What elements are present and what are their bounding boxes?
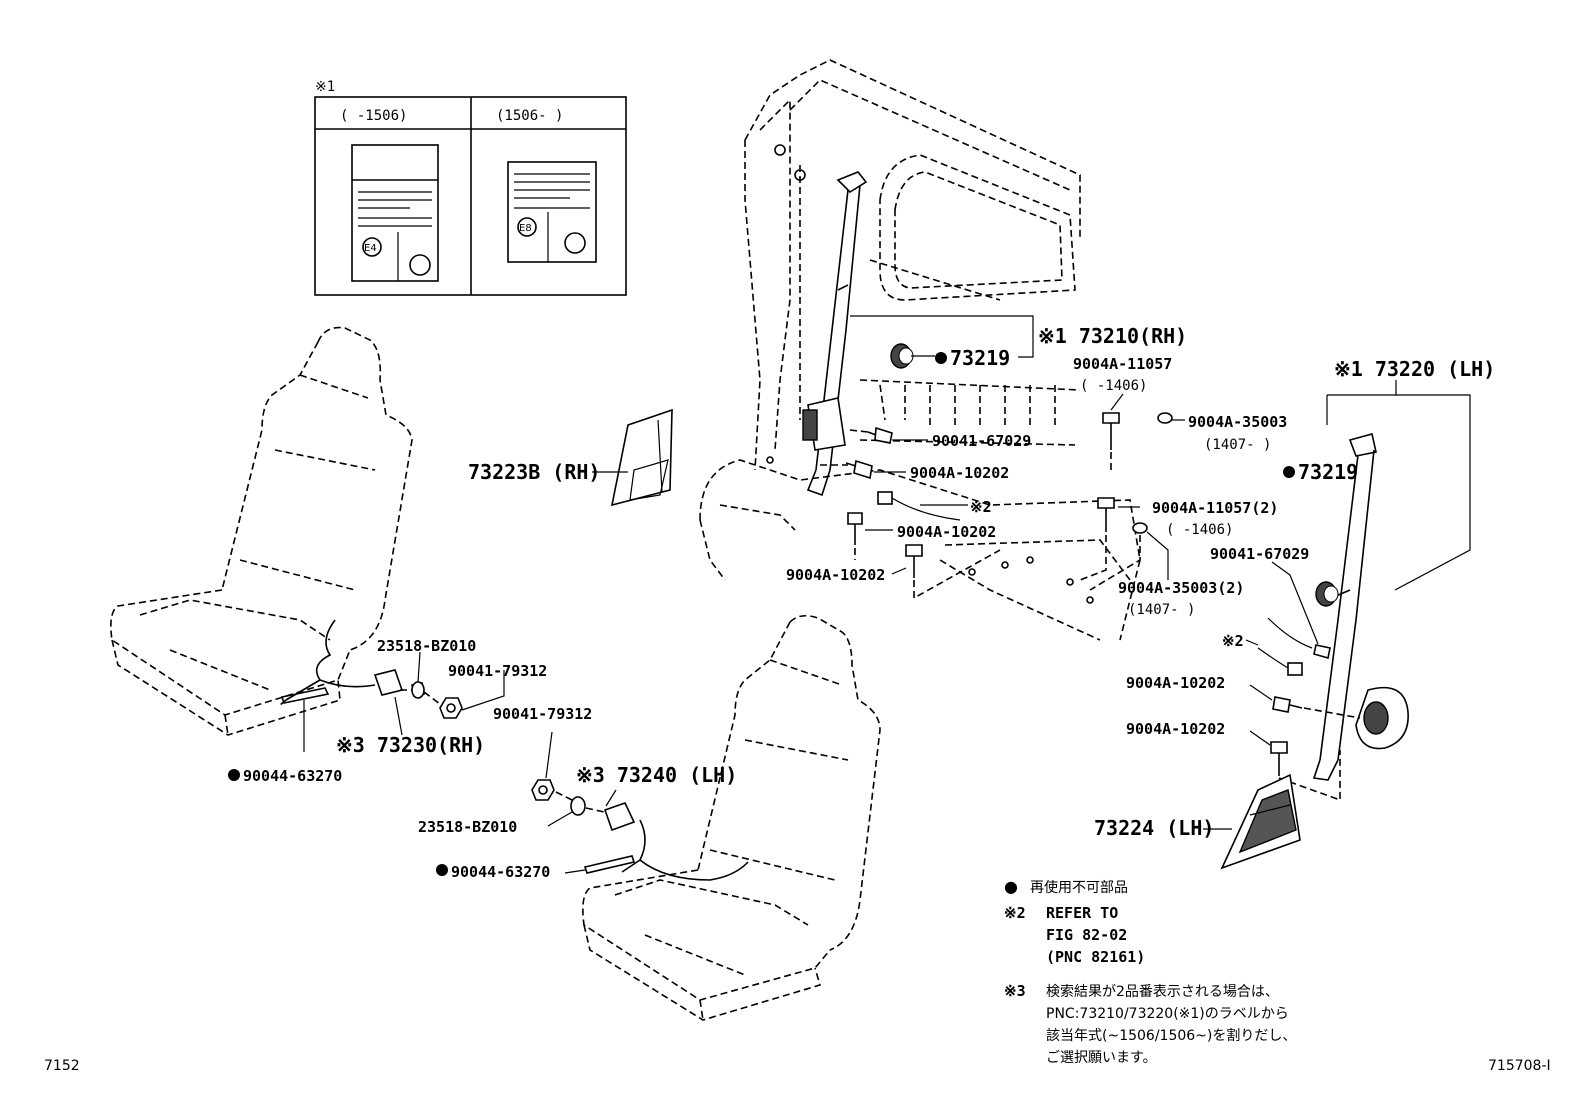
seatbelt-label-new: E8	[507, 161, 597, 263]
legend-ref3-line1: 検索結果が2品番表示される場合は、	[1046, 983, 1279, 1000]
svg-text:E8: E8	[519, 223, 532, 234]
label-9004A-10202-e: 9004A-10202	[1126, 720, 1225, 738]
legend-bullet: ●	[1004, 877, 1018, 896]
label-inset: ※1 ( -1506) (1506- ) E4	[314, 79, 627, 296]
legend-bullet-text: 再使用不可部品	[1030, 879, 1128, 896]
inset-col1-header: ( -1506)	[340, 108, 407, 124]
label-ref2-lh: ※2	[1222, 632, 1244, 650]
label-90041-79312-a: 90041-79312	[448, 662, 547, 680]
lh-buckle-parts	[531, 779, 636, 832]
tie-90044-rh	[280, 687, 330, 752]
label-73230: ※3 73230(RH)	[336, 733, 485, 757]
anchor-cover-73219-rh	[890, 343, 914, 369]
label-73219-lh: 73219	[1298, 460, 1358, 484]
label-9004A-35003: 9004A-35003	[1188, 413, 1287, 431]
illustration-id: 715708-I	[1488, 1058, 1551, 1074]
legend-ref3-line2: PNC:73210/73220(※1)のラベルから	[1046, 1006, 1289, 1022]
figure-number: 7152	[44, 1058, 80, 1074]
rh-buckle-parts	[400, 681, 463, 719]
label-9004A-10202-d: 9004A-10202	[1126, 674, 1225, 692]
label-73240: ※3 73240 (LH)	[576, 763, 737, 787]
leader-lines	[394, 315, 1471, 874]
label-9004A-10202-c: 9004A-10202	[786, 566, 885, 584]
label-9004A-35003-2-date: (1407- )	[1128, 602, 1195, 618]
legend: ● 再使用不可部品 ※2 REFER TO FIG 82-02 (PNC 821…	[1004, 877, 1296, 1066]
label-23518-rh: 23518-BZ010	[377, 637, 476, 655]
legend-ref2-line2: FIG 82-02	[1046, 926, 1127, 944]
rh-fasteners	[820, 412, 1173, 600]
label-73220: ※1 73220 (LH)	[1334, 357, 1495, 381]
label-9004A-11057-2-date: ( -1406)	[1166, 522, 1233, 538]
label-9004A-11057-date: ( -1406)	[1080, 378, 1147, 394]
legend-ref2-mark: ※2	[1004, 904, 1026, 922]
legend-ref2-line3: (PNC 82161)	[1046, 948, 1145, 966]
label-73224: 73224 (LH)	[1094, 816, 1214, 840]
seat-rh	[110, 326, 413, 736]
part-labels: ※1 73210(RH) 73219 9004A-11057 ( -1406) …	[228, 324, 1495, 881]
non-reusable-bullet	[1283, 466, 1295, 478]
cover-73223B	[610, 408, 673, 507]
seat-lh	[582, 614, 881, 1021]
inset-mark: ※1	[315, 79, 335, 95]
label-73223B: 73223B (RH)	[468, 460, 600, 484]
label-73219-rh: 73219	[950, 346, 1010, 370]
label-9004A-35003-2: 9004A-35003(2)	[1118, 579, 1244, 597]
label-ref2-rh: ※2	[970, 498, 992, 516]
seatbelt-assembly-lh	[1312, 433, 1409, 781]
seatbelt-label-old: E4	[351, 144, 439, 282]
label-90044-rh: 90044-63270	[243, 767, 342, 785]
non-reusable-bullet	[228, 769, 240, 781]
lh-fasteners	[1257, 617, 1361, 802]
cover-73224	[1220, 773, 1301, 870]
label-90041-67029-lh: 90041-67029	[1210, 545, 1309, 563]
non-reusable-bullet	[935, 352, 947, 364]
svg-text:E4: E4	[364, 243, 377, 254]
label-9004A-10202-a: 9004A-10202	[910, 464, 1009, 482]
label-9004A-11057: 9004A-11057	[1073, 355, 1172, 373]
label-23518-lh: 23518-BZ010	[418, 818, 517, 836]
label-9004A-11057-2: 9004A-11057(2)	[1152, 499, 1278, 517]
legend-ref3-line4: ご選択願います。	[1046, 1050, 1157, 1066]
label-90044-lh: 90044-63270	[451, 863, 550, 881]
cab-body	[699, 59, 1141, 641]
legend-ref3-mark: ※3	[1004, 982, 1026, 1000]
legend-ref2-line1: REFER TO	[1046, 904, 1118, 922]
seatbelt-assembly-rh	[802, 171, 868, 497]
label-73210: ※1 73210(RH)	[1038, 324, 1187, 348]
label-9004A-35003-date: (1407- )	[1204, 437, 1271, 453]
label-90041-79312-b: 90041-79312	[493, 705, 592, 723]
non-reusable-bullet	[436, 864, 448, 876]
label-9004A-10202-b: 9004A-10202	[897, 523, 996, 541]
label-90041-67029-rh: 90041-67029	[932, 432, 1031, 450]
inset-col2-header: (1506- )	[496, 108, 563, 124]
anchor-cover-73219-lh	[1315, 581, 1339, 607]
tie-90044-lh	[583, 855, 636, 874]
legend-ref3-line3: 該当年式(~1506/1506~)を割りだし、	[1046, 1027, 1296, 1044]
